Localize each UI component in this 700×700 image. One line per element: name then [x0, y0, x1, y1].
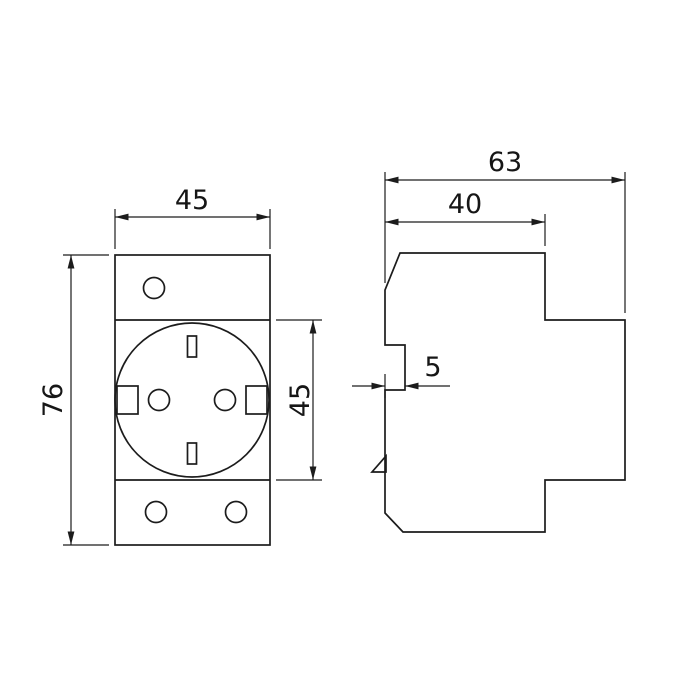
- socket-recess-circle: [114, 322, 270, 478]
- side-notch-right: [245, 385, 268, 415]
- top-screw-hole: [142, 276, 166, 300]
- socket-section-dimension: 45: [276, 319, 322, 481]
- front-view: [114, 254, 271, 546]
- bottom-right-screw-hole: [224, 500, 248, 524]
- front-height-dimension-label: 76: [38, 383, 69, 417]
- earth-slot-bottom: [186, 442, 198, 465]
- bottom-left-screw-hole: [144, 500, 168, 524]
- front-width-dimension-label: 45: [175, 185, 209, 216]
- side-groove-dimension: 5: [352, 352, 450, 398]
- side-front-depth-label: 40: [448, 189, 482, 220]
- din-clip-tab: [370, 453, 387, 473]
- front-height-dimension: 76: [38, 254, 109, 546]
- socket-pin-hole-left: [147, 388, 171, 412]
- socket-pin-hole-right: [213, 388, 237, 412]
- side-groove-depth-label: 5: [424, 352, 441, 383]
- front-width-dimension: 45: [114, 185, 271, 249]
- side-overall-depth-label: 63: [488, 147, 522, 178]
- side-front-depth-dimension: 40: [385, 189, 546, 246]
- side-view: [370, 252, 626, 533]
- side-profile-outline: [384, 252, 626, 533]
- side-notch-left: [116, 385, 139, 415]
- earth-slot-top: [186, 335, 198, 358]
- socket-section-dimension-label: 45: [285, 383, 316, 417]
- side-overall-depth-dimension: 63: [384, 147, 626, 313]
